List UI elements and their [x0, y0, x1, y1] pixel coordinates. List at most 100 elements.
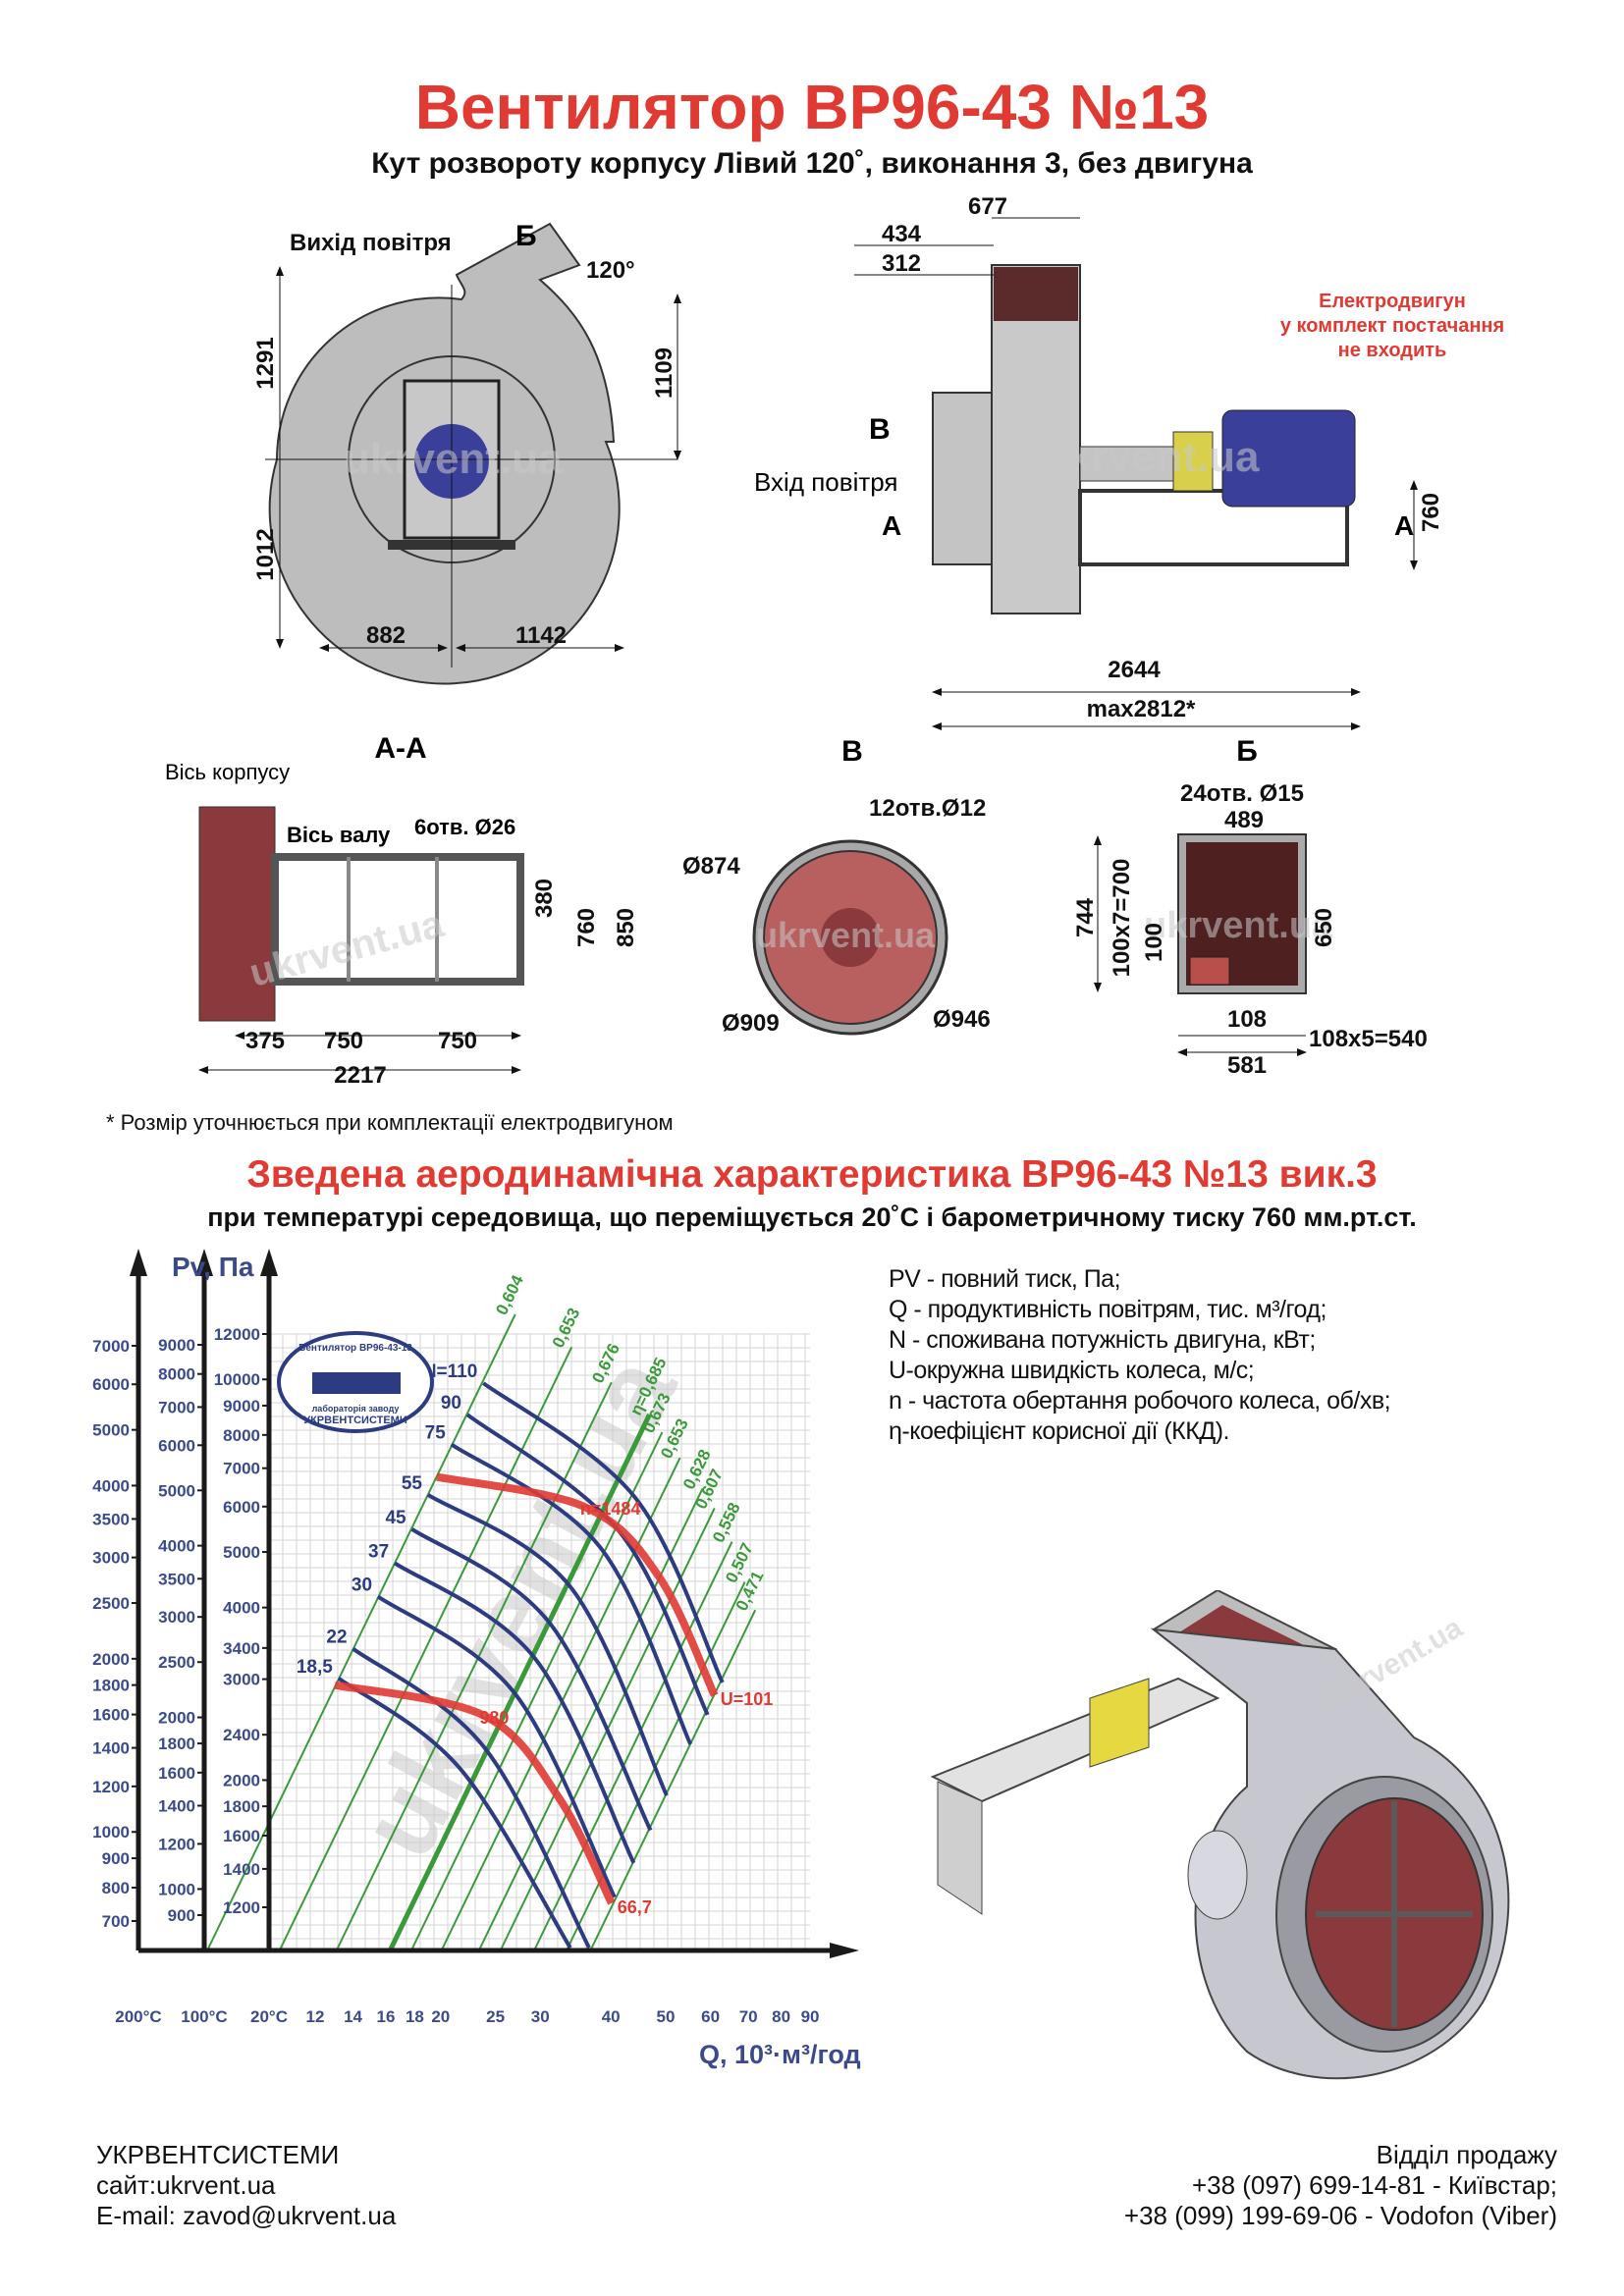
y-tick-label: 1000 — [158, 1880, 195, 1898]
motor-side — [1221, 409, 1356, 507]
dim-744: 744 — [1072, 897, 1099, 937]
speed-curve-end-label: 66,7 — [618, 1897, 652, 1917]
speed-curve-label: n=1484 — [580, 1499, 641, 1519]
legend-n: N - споживана потужність двигуна, кВт; — [889, 1326, 1316, 1354]
dim-108: 108 — [1227, 1006, 1267, 1033]
shaft-axis-label: Вісь валу — [287, 823, 391, 847]
power-curve-label: N=110 — [423, 1362, 477, 1382]
y-tick-label: 2000 — [92, 1650, 130, 1669]
y-tick-label: 900 — [168, 1906, 195, 1925]
front-view-drawing: ukrvent.ua 1291 1012 1109 882 1142 Вихід… — [252, 220, 681, 685]
website-link[interactable]: сайт:ukrvent.ua — [96, 2170, 276, 2200]
dim-2644: 2644 — [1108, 657, 1161, 683]
efficiency-line — [335, 1381, 613, 1951]
y-tick-label: 7000 — [223, 1460, 260, 1478]
x-tick-label: 25 — [486, 2007, 505, 2026]
y-tick-label: 2000 — [223, 1771, 260, 1789]
y-tick-label: 1800 — [158, 1735, 195, 1753]
power-curve — [426, 1493, 669, 1796]
phone-kyivstar[interactable]: +38 (097) 699-14-81 - Київстар; — [1191, 2170, 1557, 2200]
efficiency-line — [410, 1431, 664, 1951]
efficiency-line — [440, 1457, 681, 1951]
power-curve — [352, 1647, 591, 1949]
watermark: ukrvent.ua — [1144, 905, 1333, 946]
page-subtitle: Кут розвороту корпусу Лівий 120˚, викона… — [371, 147, 1253, 180]
outlet-label: Вихід повітря — [290, 230, 452, 256]
watermark: ukrvent.ua — [756, 915, 936, 955]
chart-title: Зведена аеродинамічна характеристика ВР9… — [246, 1153, 1378, 1196]
speed-curve-label: 980 — [479, 1708, 509, 1728]
footnote: * Розмір уточнюється при комплектації ел… — [106, 1110, 674, 1135]
legend-pv: PV - повний тиск, Па; — [889, 1265, 1121, 1293]
footer-contacts: УКРВЕНТСИСТЕМИ сайт:ukrvent.ua E-mail: z… — [96, 2140, 396, 2231]
technical-drawings: ukrvent.ua 1291 1012 1109 882 1142 Вихід… — [165, 193, 1504, 1089]
dim-750-b: 750 — [438, 1028, 477, 1054]
y-tick-label: 3000 — [158, 1608, 195, 1627]
chart-axes: 7000600050004000350030002500200018001600… — [92, 1249, 859, 2026]
y-tick-label: 12000 — [214, 1325, 260, 1344]
y-tick-label: 1800 — [92, 1677, 130, 1695]
dim-d909: Ø909 — [722, 1010, 780, 1037]
motor-note-line3: не входить — [1338, 340, 1447, 361]
dim-max2812: max2812* — [1087, 696, 1196, 722]
section-bb-title: Б — [1236, 735, 1258, 768]
power-curve-label: 37 — [368, 1541, 389, 1562]
y-axis-temp-label: 100°C — [181, 2007, 227, 2026]
power-curve — [410, 1527, 653, 1832]
dim-700: 100x7=700 — [1109, 859, 1135, 978]
power-curve-label: 75 — [425, 1423, 447, 1444]
x-tick-label: 70 — [739, 2007, 758, 2026]
x-tick-label: 30 — [531, 2007, 550, 2026]
y-tick-label: 2500 — [92, 1594, 130, 1613]
speed-curve — [334, 1681, 616, 1905]
page-title: Вентилятор ВР96-43 №13 — [414, 72, 1210, 142]
coupling — [1172, 431, 1214, 492]
power-curve-label: 22 — [326, 1628, 347, 1648]
y-tick-label: 2500 — [158, 1653, 195, 1672]
stamp-line3: УКРВЕНТСИСТЕМИ — [303, 1415, 407, 1426]
y-tick-label: 6000 — [158, 1436, 195, 1455]
section-b-drawing: ukrvent.ua В 12отв.Ø12 Ø874 Ø909 Ø946 — [682, 735, 991, 1037]
efficiency-label: 0,604 — [492, 1272, 527, 1318]
x-tick-label: 12 — [306, 2007, 325, 2026]
power-curve — [394, 1561, 636, 1864]
dim-760: 760 — [573, 908, 600, 947]
y-tick-label: 5000 — [223, 1543, 260, 1562]
section-mark-b: Б — [515, 220, 537, 252]
y-tick-label: 2400 — [223, 1726, 260, 1744]
efficiency-label: 0,653 — [549, 1305, 584, 1351]
efficiency-line — [533, 1541, 733, 1951]
x-tick-label: 40 — [602, 2007, 621, 2026]
power-curve — [482, 1381, 725, 1683]
x-tick-label: 16 — [377, 2007, 396, 2026]
efficiency-label: 0,558 — [709, 1500, 744, 1546]
y-tick-label: 3500 — [92, 1510, 130, 1528]
y-tick-label: 1200 — [158, 1835, 195, 1853]
footer-sales: Відділ продажу +38 (097) 699-14-81 - Киї… — [1124, 2140, 1557, 2231]
section-aa-title: А-А — [374, 732, 426, 765]
y-tick-label: 6000 — [223, 1498, 260, 1517]
efficiency-line — [589, 1609, 757, 1951]
x-tick-label: 14 — [344, 2007, 362, 2026]
email-link[interactable]: E-mail: zavod@ukrvent.ua — [96, 2201, 397, 2230]
y-tick-label: 1600 — [158, 1764, 195, 1783]
phone-vodafone[interactable]: +38 (099) 199-69-06 - Vodofon (Viber) — [1123, 2201, 1557, 2230]
company-name: УКРВЕНТСИСТЕМИ — [96, 2140, 340, 2169]
efficiency-line — [477, 1488, 704, 1951]
y-tick-label: 1600 — [223, 1827, 260, 1845]
speed-curve — [436, 1472, 719, 1697]
x-tick-label: 50 — [657, 2007, 676, 2026]
chart-subtitle: при температурі середовища, що переміщує… — [207, 1202, 1417, 1232]
y-tick-label: 1400 — [92, 1739, 130, 1758]
y-tick-label: 3400 — [223, 1639, 260, 1658]
holes-label: 24отв. Ø15 — [1180, 780, 1304, 807]
watermark: ukrvent.ua — [1041, 433, 1260, 481]
fan-isometric-view: ukrvent.ua — [930, 1590, 1510, 2080]
dim-100: 100 — [1141, 923, 1167, 962]
x-tick-label: 60 — [701, 2007, 720, 2026]
power-curve-label: 55 — [402, 1473, 423, 1494]
angle-label: 120° — [586, 257, 635, 284]
section-bb-drawing: ukrvent.ua Б 24отв. Ø15 489 744 100x7=70… — [1072, 735, 1428, 1079]
y-axis-arrow-icon — [195, 1249, 213, 1276]
